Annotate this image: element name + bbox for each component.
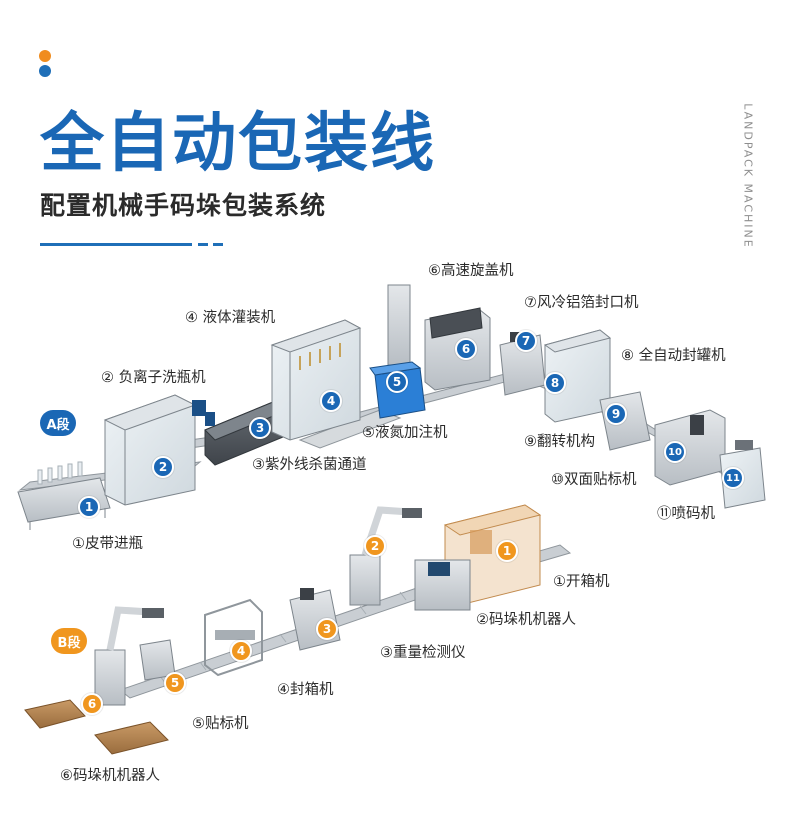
line-a-station-badge: 10 <box>664 441 686 463</box>
line-a-station-badge: 4 <box>320 390 342 412</box>
line-a-station-badge: 3 <box>249 417 271 439</box>
page-subtitle: 配置机械手码垛包装系统 <box>40 191 327 220</box>
station-label-foil-sealer: ⑦风冷铝箔封口机 <box>524 295 639 311</box>
orange-dot-icon <box>39 50 51 62</box>
blue-dot-icon <box>39 65 51 77</box>
ion-bottle-washer-machine <box>103 394 206 506</box>
title-underline-dash <box>213 243 223 246</box>
station-label-palletizer-robot: ②码垛机机器人 <box>476 612 576 628</box>
line-b-station-badge: 6 <box>81 693 103 715</box>
station-label-belt-infeed: ①皮带进瓶 <box>72 536 143 552</box>
station-label-bottle-washer: ② 负离子洗瓶机 <box>101 370 206 386</box>
segment-a-badge: A段 <box>40 410 76 436</box>
line-b-station-badge: 4 <box>230 640 252 662</box>
station-label-nitrogen-doser: ⑤液氮加注机 <box>362 425 448 441</box>
station-label-check-weigher: ③重量检测仪 <box>380 645 466 661</box>
liquid-nitrogen-dosing-machine <box>369 284 426 419</box>
line-a-station-badge: 5 <box>386 371 408 393</box>
line-a-station-badge: 11 <box>722 467 744 489</box>
line-b-station-badge: 1 <box>496 540 518 562</box>
station-label-can-seamer: ⑧ 全自动封罐机 <box>621 348 726 364</box>
line-a-station-badge: 2 <box>152 456 174 478</box>
station-label-case-erector: ①开箱机 <box>553 574 610 590</box>
station-label-double-labeler: ⑩双面贴标机 <box>551 472 637 488</box>
palletizing-robot-upper <box>349 506 471 611</box>
case-sealer <box>204 598 263 677</box>
liquid-filling-machine <box>270 319 362 441</box>
line-a-station-badge: 1 <box>78 496 100 518</box>
station-label-uv-tunnel: ③紫外线杀菌通道 <box>252 457 367 473</box>
belt-infeed-machine <box>17 461 111 530</box>
line-a-station-badge: 8 <box>544 372 566 394</box>
line-b-station-badge: 2 <box>364 535 386 557</box>
title-underline <box>40 243 192 246</box>
station-label-flipper: ⑨翻转机构 <box>524 434 595 450</box>
page-title: 全自动包装线 <box>40 107 436 181</box>
line-a-station-badge: 7 <box>515 330 537 352</box>
double-side-labeler <box>654 409 726 486</box>
station-label-inkjet-coder: ⑪喷码机 <box>657 506 715 522</box>
line-b-station-badge: 5 <box>164 672 186 694</box>
station-label-palletizer-robot-2: ⑥码垛机机器人 <box>60 768 160 784</box>
line-a-station-badge: 6 <box>455 338 477 360</box>
title-underline-dash <box>198 243 208 246</box>
station-label-case-labeler: ⑤贴标机 <box>192 716 249 732</box>
station-label-capper: ⑥高速旋盖机 <box>428 263 514 279</box>
palletizing-robot-lower <box>24 606 169 755</box>
station-label-case-sealer: ④封箱机 <box>277 682 334 698</box>
station-label-liquid-filler: ④ 液体灌装机 <box>185 310 276 326</box>
segment-b-badge: B段 <box>51 628 87 654</box>
line-a-station-badge: 9 <box>605 403 627 425</box>
line-b-station-badge: 3 <box>316 618 338 640</box>
